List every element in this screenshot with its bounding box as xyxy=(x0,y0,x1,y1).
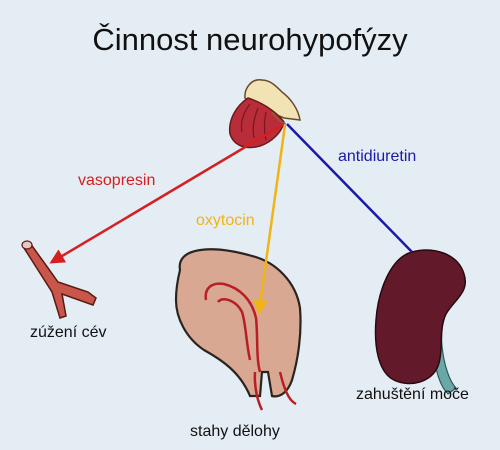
uterus-caption: stahy dělohy xyxy=(190,423,280,440)
vessels-caption: zúžení cév xyxy=(30,324,107,341)
oxytocin-label: oxytocin xyxy=(196,212,255,229)
antidiuretin-label: antidiuretin xyxy=(338,148,417,165)
antidiuretin-line xyxy=(286,123,413,253)
uterus xyxy=(174,248,302,411)
vasopresin-label: vasopresin xyxy=(78,172,156,189)
page-title: Činnost neurohypofýzy xyxy=(92,22,408,57)
kidney-caption: zahuštění moče xyxy=(356,386,469,403)
blood-vessel xyxy=(21,240,97,319)
vasopresin-arrow xyxy=(49,122,285,264)
pituitary-gland xyxy=(228,79,301,149)
oxytocin-arrow xyxy=(253,124,287,315)
kidney xyxy=(374,249,467,395)
